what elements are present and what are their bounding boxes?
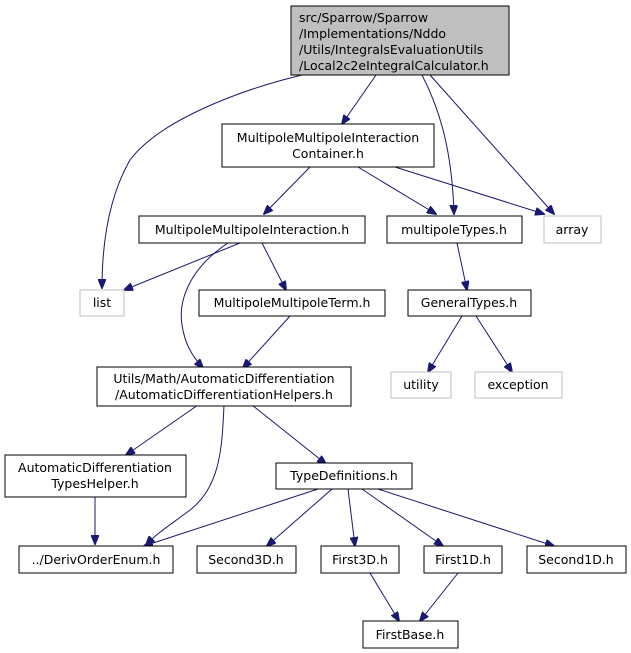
node-label-line: /Utils/IntegralsEvaluationUtils xyxy=(299,42,483,57)
node-second1d[interactable]: Second1D.h xyxy=(526,545,627,574)
node-label-line: array xyxy=(556,222,589,237)
node-label-line: /Implementations/Nddo xyxy=(299,26,446,41)
edge-type-definitions-to-first1d xyxy=(361,488,443,546)
node-label-line: exception xyxy=(487,377,548,392)
edge-root-to-list xyxy=(102,74,303,288)
nodes: src/Sparrow/Sparrow /Implementations/Ndd… xyxy=(4,5,627,649)
node-types-helper[interactable]: AutomaticDifferentiation TypesHelper.h xyxy=(4,454,187,498)
node-label-line: First3D.h xyxy=(332,552,388,567)
node-label-line: ../DerivOrderEnum.h xyxy=(32,552,161,567)
edge-general-types-to-utility xyxy=(428,315,463,372)
node-label-line: list xyxy=(93,295,111,310)
node-label-line: Utils/Math/AutomaticDifferentiation xyxy=(113,371,334,386)
edges xyxy=(95,74,554,621)
edge-type-definitions-to-deriv-order xyxy=(144,488,319,546)
edge-root-to-array xyxy=(429,74,554,214)
node-first3d[interactable]: First3D.h xyxy=(320,545,400,574)
edge-multipole-types-to-general-types xyxy=(456,242,467,290)
node-array[interactable]: array xyxy=(543,215,602,244)
node-label-line: FirstBase.h xyxy=(376,627,445,642)
node-deriv-order-enum[interactable]: ../DerivOrderEnum.h xyxy=(18,545,174,574)
node-utility[interactable]: utility xyxy=(390,371,452,399)
edge-first3d-to-first-base xyxy=(369,572,399,621)
edge-interaction-to-term xyxy=(261,242,286,290)
edge-first1d-to-first-base xyxy=(420,572,459,621)
node-label-line: Second3D.h xyxy=(208,552,283,567)
edge-helpers-to-type-definitions xyxy=(251,404,326,464)
node-automatic-differentiation-helpers[interactable]: Utils/Math/AutomaticDifferentiation /Aut… xyxy=(96,366,352,407)
node-label-line: AutomaticDifferentiation xyxy=(18,460,172,475)
node-multipole-term[interactable]: MultipoleMultipoleTerm.h xyxy=(198,289,386,317)
edge-type-definitions-to-second3d xyxy=(267,488,333,546)
edge-interaction-to-helpers xyxy=(180,242,229,368)
node-general-types[interactable]: GeneralTypes.h xyxy=(407,289,532,317)
edge-container-to-array xyxy=(394,166,544,214)
node-label-line: MultipoleMultipoleTerm.h xyxy=(214,295,371,310)
node-label-line: MultipoleMultipoleInteraction.h xyxy=(155,222,349,237)
node-label-line: TypeDefinitions.h xyxy=(289,468,398,483)
edge-type-definitions-to-first3d xyxy=(347,488,355,546)
node-label-line: utility xyxy=(403,377,439,392)
edge-container-to-interaction xyxy=(264,166,311,214)
node-label-line: TypesHelper.h xyxy=(50,476,138,491)
node-label-line: Second1D.h xyxy=(538,552,613,567)
node-label-line: /AutomaticDifferentiationHelpers.h xyxy=(115,387,333,402)
node-label-line: multipoleTypes.h xyxy=(401,222,507,237)
edge-container-to-multipole-types xyxy=(357,166,436,214)
node-label-line: /Local2c2eIntegralCalculator.h xyxy=(299,58,489,73)
node-first-base[interactable]: FirstBase.h xyxy=(362,620,459,649)
node-local2c2e-integral-calculator[interactable]: src/Sparrow/Sparrow /Implementations/Ndd… xyxy=(290,5,510,76)
edge-root-to-container xyxy=(342,74,377,124)
node-second3d[interactable]: Second3D.h xyxy=(196,545,297,574)
node-multipole-interaction-container[interactable]: MultipoleMultipoleInteraction Container.… xyxy=(221,123,435,168)
node-type-definitions[interactable]: TypeDefinitions.h xyxy=(275,462,413,490)
edge-interaction-to-list xyxy=(124,242,241,290)
edge-term-to-helpers xyxy=(243,315,291,368)
node-first1d[interactable]: First1D.h xyxy=(423,545,503,574)
node-exception[interactable]: exception xyxy=(474,371,563,399)
edge-general-types-to-exception xyxy=(475,315,512,372)
node-label-line: GeneralTypes.h xyxy=(421,295,517,310)
edge-type-definitions-to-second1d xyxy=(377,488,554,546)
node-label-line: src/Sparrow/Sparrow xyxy=(299,10,428,25)
edge-helpers-to-deriv-order xyxy=(146,404,225,545)
node-label-line: MultipoleMultipoleInteraction xyxy=(237,130,419,145)
node-label-line: Container.h xyxy=(292,146,364,161)
node-list[interactable]: list xyxy=(79,289,125,317)
node-label-line: First1D.h xyxy=(435,552,491,567)
edge-root-to-multipole-types xyxy=(421,74,454,214)
node-multipole-interaction[interactable]: MultipoleMultipoleInteraction.h xyxy=(138,215,366,244)
edge-helpers-to-types-helper xyxy=(126,404,199,455)
node-multipole-types[interactable]: multipoleTypes.h xyxy=(386,215,523,244)
